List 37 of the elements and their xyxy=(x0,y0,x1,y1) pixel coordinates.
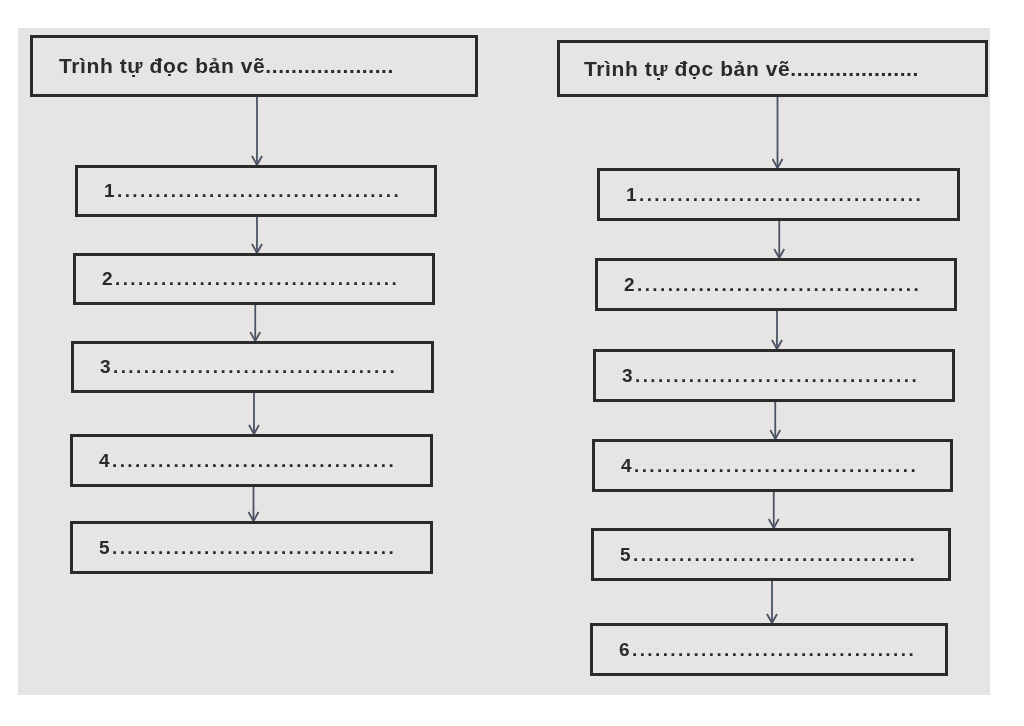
step-text: 5..................................... xyxy=(620,543,918,566)
step-box xyxy=(70,521,433,574)
heading-box xyxy=(557,40,988,97)
arrow xyxy=(767,491,780,529)
step-text: 2..................................... xyxy=(624,273,922,296)
step-text: 5..................................... xyxy=(99,536,397,559)
step-box xyxy=(595,258,957,311)
step-box xyxy=(597,168,960,221)
step-box xyxy=(592,439,953,492)
arrow xyxy=(769,401,782,440)
step-text: 2..................................... xyxy=(102,268,400,290)
arrow xyxy=(771,310,783,350)
step-box xyxy=(593,349,955,402)
step-box xyxy=(75,165,437,217)
step-text: 1..................................... xyxy=(104,180,402,202)
arrow xyxy=(247,486,260,522)
arrow xyxy=(773,220,786,259)
arrow xyxy=(251,96,263,166)
heading-text: Trình tự đọc bản vẽ.................... xyxy=(59,54,394,78)
arrow xyxy=(248,392,260,435)
arrow xyxy=(771,96,784,169)
step-text: 4..................................... xyxy=(621,454,919,477)
step-box xyxy=(591,528,951,581)
heading-text: Trình tự đọc bản vẽ.................... xyxy=(584,56,919,81)
step-text: 6..................................... xyxy=(619,638,917,661)
step-text: 3..................................... xyxy=(100,356,398,378)
step-text: 1..................................... xyxy=(626,183,924,206)
step-box xyxy=(590,623,948,676)
arrow xyxy=(766,580,778,624)
step-box xyxy=(70,434,433,487)
step-box xyxy=(73,253,435,305)
arrow xyxy=(249,304,262,342)
heading-box xyxy=(30,35,478,97)
step-box xyxy=(71,341,434,393)
step-text: 3..................................... xyxy=(622,364,920,387)
step-text: 4..................................... xyxy=(99,449,397,472)
arrow xyxy=(251,216,263,254)
